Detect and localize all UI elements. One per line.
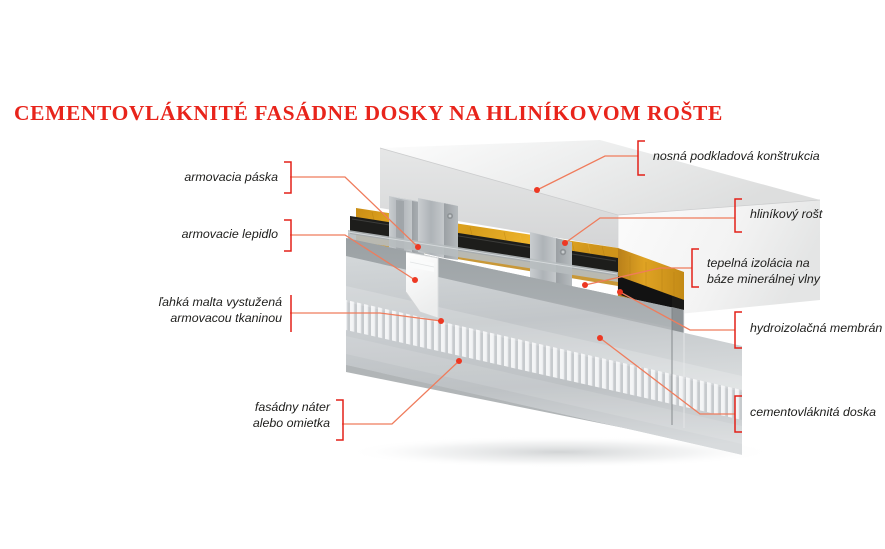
leader-fasadny-nater [342,360,460,425]
bracket-tepelna-izolacia [691,248,699,288]
bracket-armovacia-paska [284,161,292,194]
leader-cementovlaknita-doska [599,337,735,415]
callout-lahka-malta: ľahká malta vystužená armovacou tkaninou [158,295,282,325]
tape-and-adhesive-flap [405,251,439,319]
callout-hlinikovy-rost: hliníkový rošt [750,207,823,221]
bracket-hlinikovy-rost [734,198,742,233]
floor-shadow [345,436,775,468]
bracket-nosna-konstrukcia [637,140,645,176]
leader-armovacia-paska [290,176,419,248]
page-title: CEMENTOVLÁKNITÉ FASÁDNE DOSKY NA HLINÍKO… [14,101,723,125]
bracket-cementovlaknita-doska [734,395,742,433]
leader-lines-right [534,155,735,415]
callout-brackets-right [637,140,742,433]
callout-tepelna-izolacia: tepelná izolácia na báze minerálnej vlny [707,256,820,286]
callout-armovacia-paska: armovacia páska [184,170,278,184]
bracket-armovacie-lepidlo [284,219,292,252]
callout-brackets-left [284,161,344,441]
leader-hydroizolacna-membrana [619,291,735,331]
bracket-fasadny-nater [336,399,344,441]
leader-lahka-malta [290,312,442,322]
bracket-hydroizolacna-membrana [734,311,742,349]
callout-hydroizolacna-membrana: hydroizolačná membrán [750,321,883,335]
leader-nosna-konstrukcia [536,155,638,191]
leader-armovacie-lepidlo [290,234,416,281]
aluminium-rail [347,230,618,282]
callout-fasadny-nater: fasádny náter alebo omietka [252,400,330,430]
callout-armovacie-lepidlo: armovacie lepidlo [181,227,278,241]
leader-hlinikovy-rost [564,217,735,244]
leader-lines-left [290,176,462,425]
callout-cementovlaknita-doska: cementovláknitá doska [750,405,877,419]
callout-nosna-konstrukcia: nosná podkladová konštrukcia [653,149,820,163]
leader-tepelna-izolacia [584,267,692,286]
